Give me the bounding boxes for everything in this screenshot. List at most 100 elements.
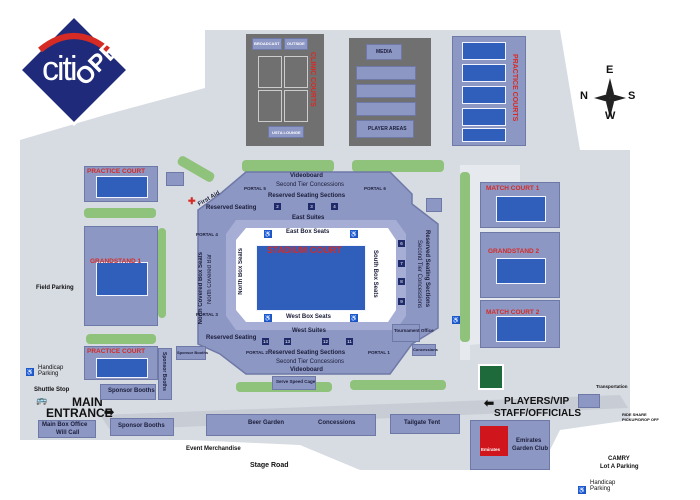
green-strip-4 xyxy=(84,208,156,218)
section-4: 4 xyxy=(331,203,338,210)
media-block-3 xyxy=(356,102,416,116)
portal-2: PORTAL 2 xyxy=(246,350,268,355)
sponsor-booths-v xyxy=(158,348,172,400)
roof-small-1 xyxy=(166,172,184,186)
entrance-label: ENTRANCE xyxy=(46,406,113,420)
accessible-icon-5: ♿ xyxy=(452,316,460,324)
concessions-label: Concessions xyxy=(318,420,356,426)
reserved-left-top: Reserved Seating xyxy=(206,205,257,211)
south-box: South Box Seats xyxy=(372,250,378,298)
shuttle-bus-icon: 🚌 xyxy=(36,395,48,405)
players-arrow-icon: ⬅ xyxy=(484,396,495,410)
match-court-1[interactable] xyxy=(496,196,546,222)
practice-court-bottom-label: PRACTICE COURT xyxy=(87,348,146,355)
clinic-courts-title: CLINIC COURTS xyxy=(309,52,316,107)
green-strip-5 xyxy=(158,228,166,318)
main-box-office-label: Main Box Office xyxy=(42,422,88,428)
media-block-2 xyxy=(356,84,416,98)
player-areas-room xyxy=(356,120,414,138)
second-tier-bottom: Second Tier Concessions xyxy=(276,359,345,365)
event-merch-label: Event Merchandise xyxy=(186,446,241,452)
practice-court-top[interactable] xyxy=(96,176,148,198)
practice-court-bottom[interactable] xyxy=(96,358,148,378)
portal-3: PORTAL 3 xyxy=(196,312,218,317)
portal-1: PORTAL 1 xyxy=(368,350,390,355)
emirates-garden-2-label: Garden Club xyxy=(512,446,549,452)
usta-lounge-label: USTA LOUNGE xyxy=(272,130,301,135)
players-vip-label: PLAYERS/VIP xyxy=(504,396,570,407)
emirates-logo xyxy=(480,426,508,456)
section-3: 3 xyxy=(308,203,315,210)
emirates-logo-text: Emirates xyxy=(481,447,501,452)
section-12: 12 xyxy=(322,338,329,345)
west-suites: West Suites xyxy=(292,328,326,334)
reserved-right: Reserved Seating Sections xyxy=(424,230,430,308)
stadium-court-label: STADIUM COURT xyxy=(267,245,342,255)
concessions-small-label: Concessions xyxy=(413,347,438,352)
green-strip-9 xyxy=(460,172,470,342)
handicap-parking-icon: ♿ xyxy=(26,368,34,376)
green-strip-2 xyxy=(352,160,444,172)
grandstand2-court[interactable] xyxy=(496,258,546,284)
shuttle-stop-label: Shuttle Stop xyxy=(34,387,70,393)
tailgate-tent-label: Tailgate Tent xyxy=(404,420,441,426)
videoboard-top: Videoboard xyxy=(290,173,323,179)
handicap-parking-2-label: Handicap Parking xyxy=(590,480,616,492)
compass-e: E xyxy=(606,64,614,76)
compass-w: W xyxy=(605,110,616,122)
green-strip-1 xyxy=(242,160,334,172)
camry-label: CAMRY xyxy=(608,456,630,462)
clinic-court-outline-4 xyxy=(284,90,308,122)
handicap-parking-2-icon: ♿ xyxy=(578,486,586,494)
media-room xyxy=(366,44,402,60)
beer-garden-label: Beer Garden xyxy=(248,420,285,426)
reserved-bottom: Reserved Seating Sections xyxy=(268,350,346,356)
practice-court-right-5 xyxy=(462,128,506,142)
serve-speed-label: Serve Speed Cage xyxy=(276,379,316,384)
handicap-parking-label: Handicap Parking xyxy=(38,365,64,377)
grandstand1-label: GRANDSTAND 1 xyxy=(90,258,142,265)
beer-garden-tent xyxy=(206,414,376,436)
compass-s: S xyxy=(628,90,636,102)
emirates-garden-1-label: Emirates xyxy=(516,438,542,444)
accessible-icon-1: ♿ xyxy=(264,230,272,238)
portal-6: PORTAL 6 xyxy=(364,186,386,191)
sponsor-booths-2 xyxy=(110,418,174,436)
usta-lounge-room xyxy=(268,126,304,138)
clinic-court-outline-1 xyxy=(258,56,282,88)
section-11: 11 xyxy=(346,338,353,345)
videoboard-bottom: Videoboard xyxy=(290,367,323,373)
green-strip-8 xyxy=(350,380,446,390)
accessible-icon-2: ♿ xyxy=(350,230,358,238)
sponsor-small-label: Sponsor Booths xyxy=(177,350,209,355)
stadium-court[interactable] xyxy=(256,245,366,311)
west-box: West Box Seats xyxy=(286,314,331,320)
tennis-logo-booth xyxy=(478,364,504,390)
transportation-label: Transportation xyxy=(596,384,628,389)
camry-lot-label: Lot A Parking xyxy=(600,464,639,470)
grandstand1-court[interactable] xyxy=(96,262,148,296)
section-14: 14 xyxy=(262,338,269,345)
section-8: 8 xyxy=(398,278,405,285)
citi-open-logo: citi OPEN xyxy=(17,13,137,127)
broadcast-room xyxy=(252,38,282,50)
sponsor-booths-1 xyxy=(100,384,156,400)
clinic-court-outline-2 xyxy=(284,56,308,88)
practice-court-right-3 xyxy=(462,86,506,104)
main-box-office[interactable] xyxy=(38,420,96,438)
serve-speed-cage xyxy=(272,376,316,390)
logo-citi-text: citi xyxy=(42,50,78,88)
roof-small-2 xyxy=(426,198,442,212)
outside-room xyxy=(284,38,308,50)
section-2: 2 xyxy=(274,203,281,210)
compass-n: N xyxy=(580,90,588,102)
match-court-2[interactable] xyxy=(496,316,546,342)
broadcast-label: BROADCAST xyxy=(254,41,280,46)
north-box: North Box Seats xyxy=(238,248,244,295)
compass: E N S W xyxy=(580,64,640,124)
east-box: East Box Seats xyxy=(286,229,330,235)
accessible-icon-3: ♿ xyxy=(264,314,272,322)
match-court-1-label: MATCH COURT 1 xyxy=(486,185,540,192)
media-label: MEDIA xyxy=(376,49,393,55)
